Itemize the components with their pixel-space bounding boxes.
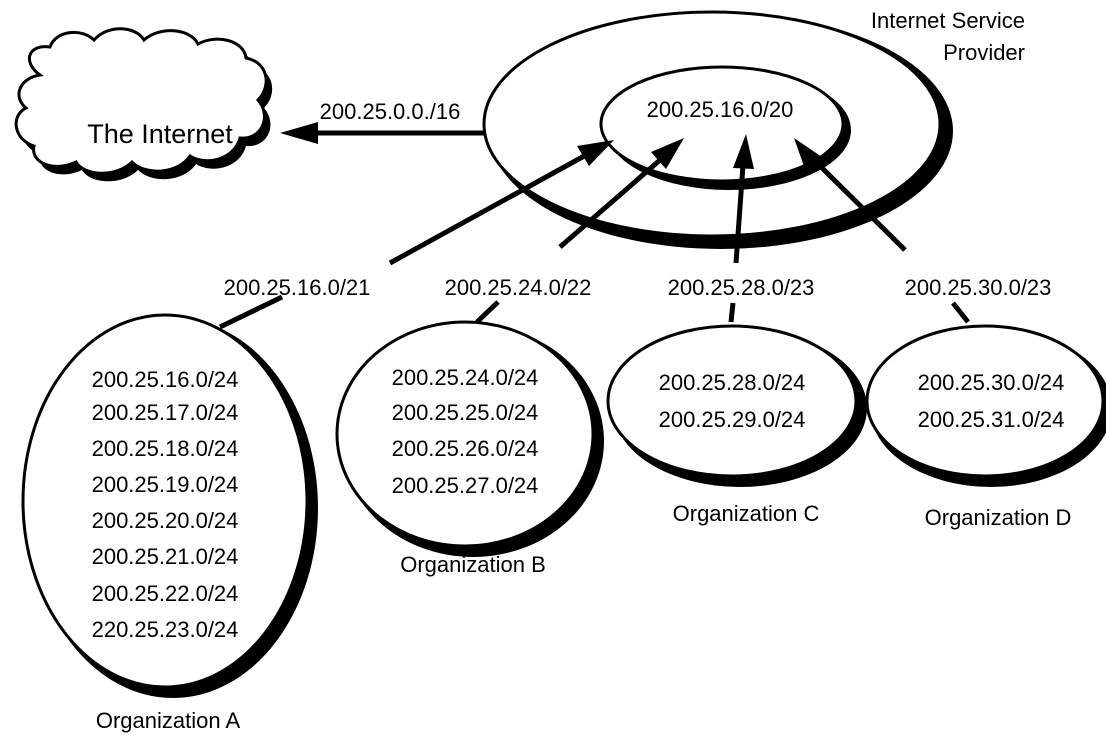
org-d-network: 200.25.30.0/24 (918, 370, 1065, 395)
internet-route-arrow (280, 122, 485, 144)
org-c-ellipse (606, 324, 867, 487)
org-a-name: Organization A (96, 708, 241, 733)
org-a-network: 200.25.16.0/24 (92, 367, 239, 392)
org-c-arrow (728, 134, 754, 323)
org-d-name: Organization D (925, 505, 1072, 530)
internet-label: The Internet (87, 119, 233, 149)
org-a-network: 220.25.23.0/24 (92, 617, 239, 642)
org-a-network: 200.25.18.0/24 (92, 436, 239, 461)
org-b-ellipse (335, 320, 604, 557)
org-a-ellipse (21, 313, 318, 698)
org-d-network: 200.25.31.0/24 (918, 407, 1065, 432)
org-c-allocation: 200.25.28.0/23 (668, 275, 815, 300)
org-a-network: 200.25.21.0/24 (92, 544, 239, 569)
org-b-allocation: 200.25.24.0/22 (445, 275, 592, 300)
org-a-network: 200.25.22.0/24 (92, 581, 239, 606)
org-a-network: 200.25.19.0/24 (92, 472, 239, 497)
org-b-network: 200.25.26.0/24 (392, 436, 539, 461)
org-c-name: Organization C (673, 501, 820, 526)
org-b-arrow (475, 138, 684, 324)
internet-route-label: 200.25.0.0./16 (320, 99, 461, 124)
org-a-arrow (218, 140, 614, 330)
org-a-allocation: 200.25.16.0/21 (224, 275, 371, 300)
org-a-network: 200.25.17.0/24 (92, 400, 239, 425)
org-b-network: 200.25.24.0/24 (392, 365, 539, 390)
isp-label-line2: Provider (943, 40, 1025, 65)
org-b-network: 200.25.25.0/24 (392, 400, 539, 425)
isp-inner-prefix: 200.25.16.0/20 (647, 97, 794, 122)
org-a-network: 200.25.20.0/24 (92, 508, 239, 533)
org-d-allocation: 200.25.30.0/23 (905, 275, 1052, 300)
org-c-network: 200.25.29.0/24 (659, 407, 806, 432)
org-b-name: Organization B (400, 552, 546, 577)
org-d-arrow (794, 138, 970, 324)
isp-region (482, 10, 953, 249)
internet-cloud (14, 27, 273, 182)
org-c-network: 200.25.28.0/24 (659, 370, 806, 395)
org-b-network: 200.25.27.0/24 (392, 473, 539, 498)
isp-label-line1: Internet Service (871, 8, 1025, 33)
org-d-ellipse (865, 324, 1106, 487)
